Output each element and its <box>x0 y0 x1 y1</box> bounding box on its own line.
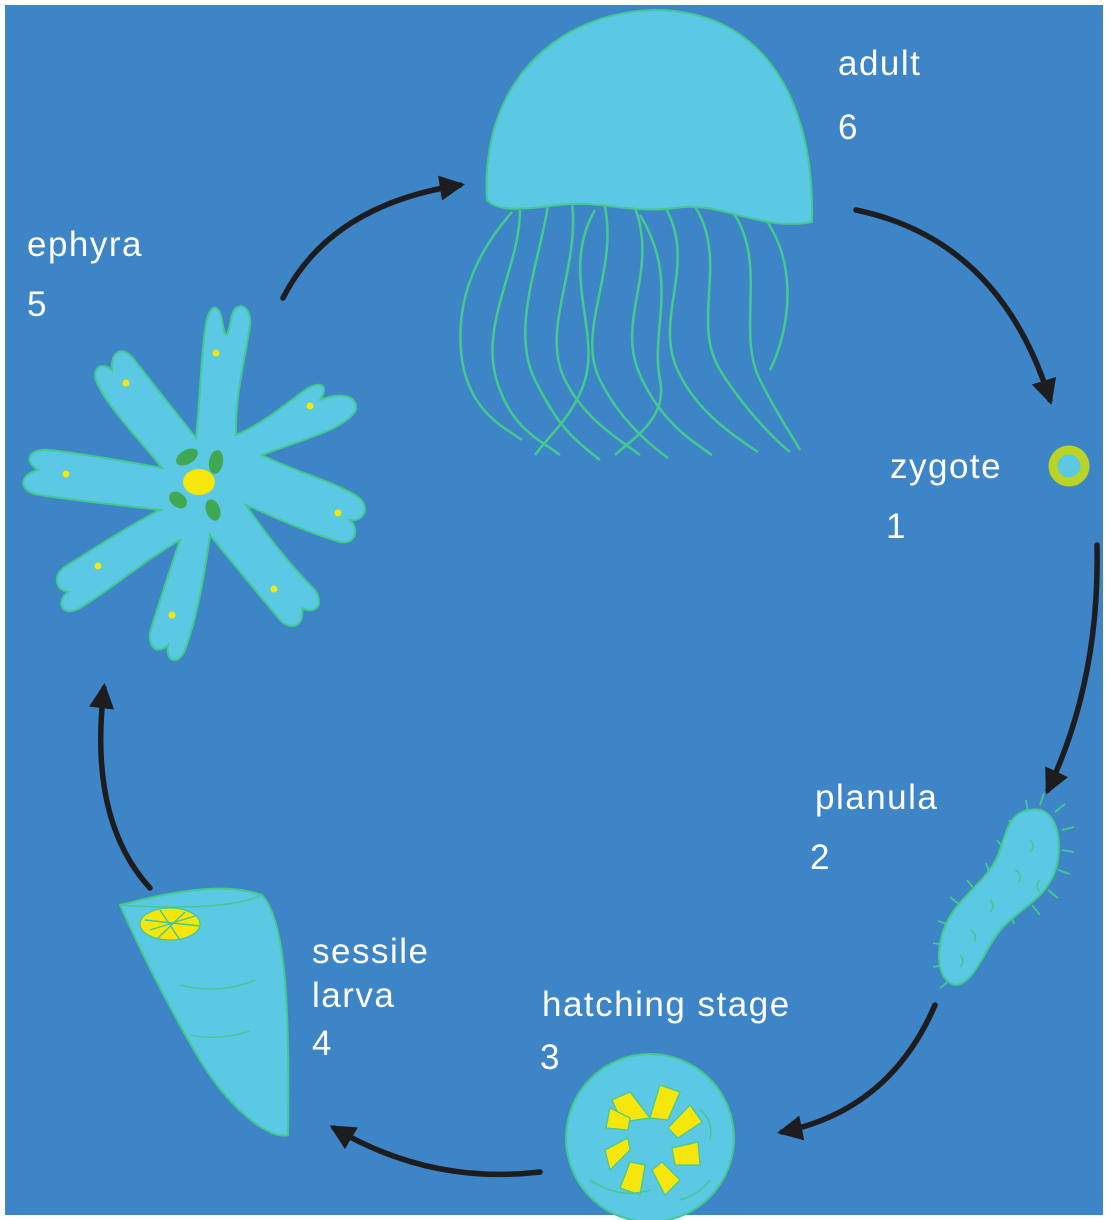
ephyra-number: 5 <box>27 285 48 325</box>
adult-number: 6 <box>838 108 859 148</box>
sessile-label-line2: larva <box>312 976 395 1016</box>
hatching-stage-figure <box>566 1054 734 1220</box>
ephyra-label: ephyra <box>27 225 143 265</box>
zygote-figure <box>1053 450 1085 482</box>
sessile-number: 4 <box>312 1024 333 1064</box>
planula-number: 2 <box>810 838 831 878</box>
sessile-label-line1: sessile <box>312 932 429 972</box>
zygote-label: zygote <box>890 447 1002 487</box>
zygote-number: 1 <box>886 507 907 547</box>
adult-label: adult <box>838 44 921 84</box>
planula-label: planula <box>815 778 938 818</box>
ephyra-center <box>183 469 215 495</box>
hatching-number: 3 <box>540 1038 561 1078</box>
hatching-label: hatching stage <box>542 985 791 1025</box>
